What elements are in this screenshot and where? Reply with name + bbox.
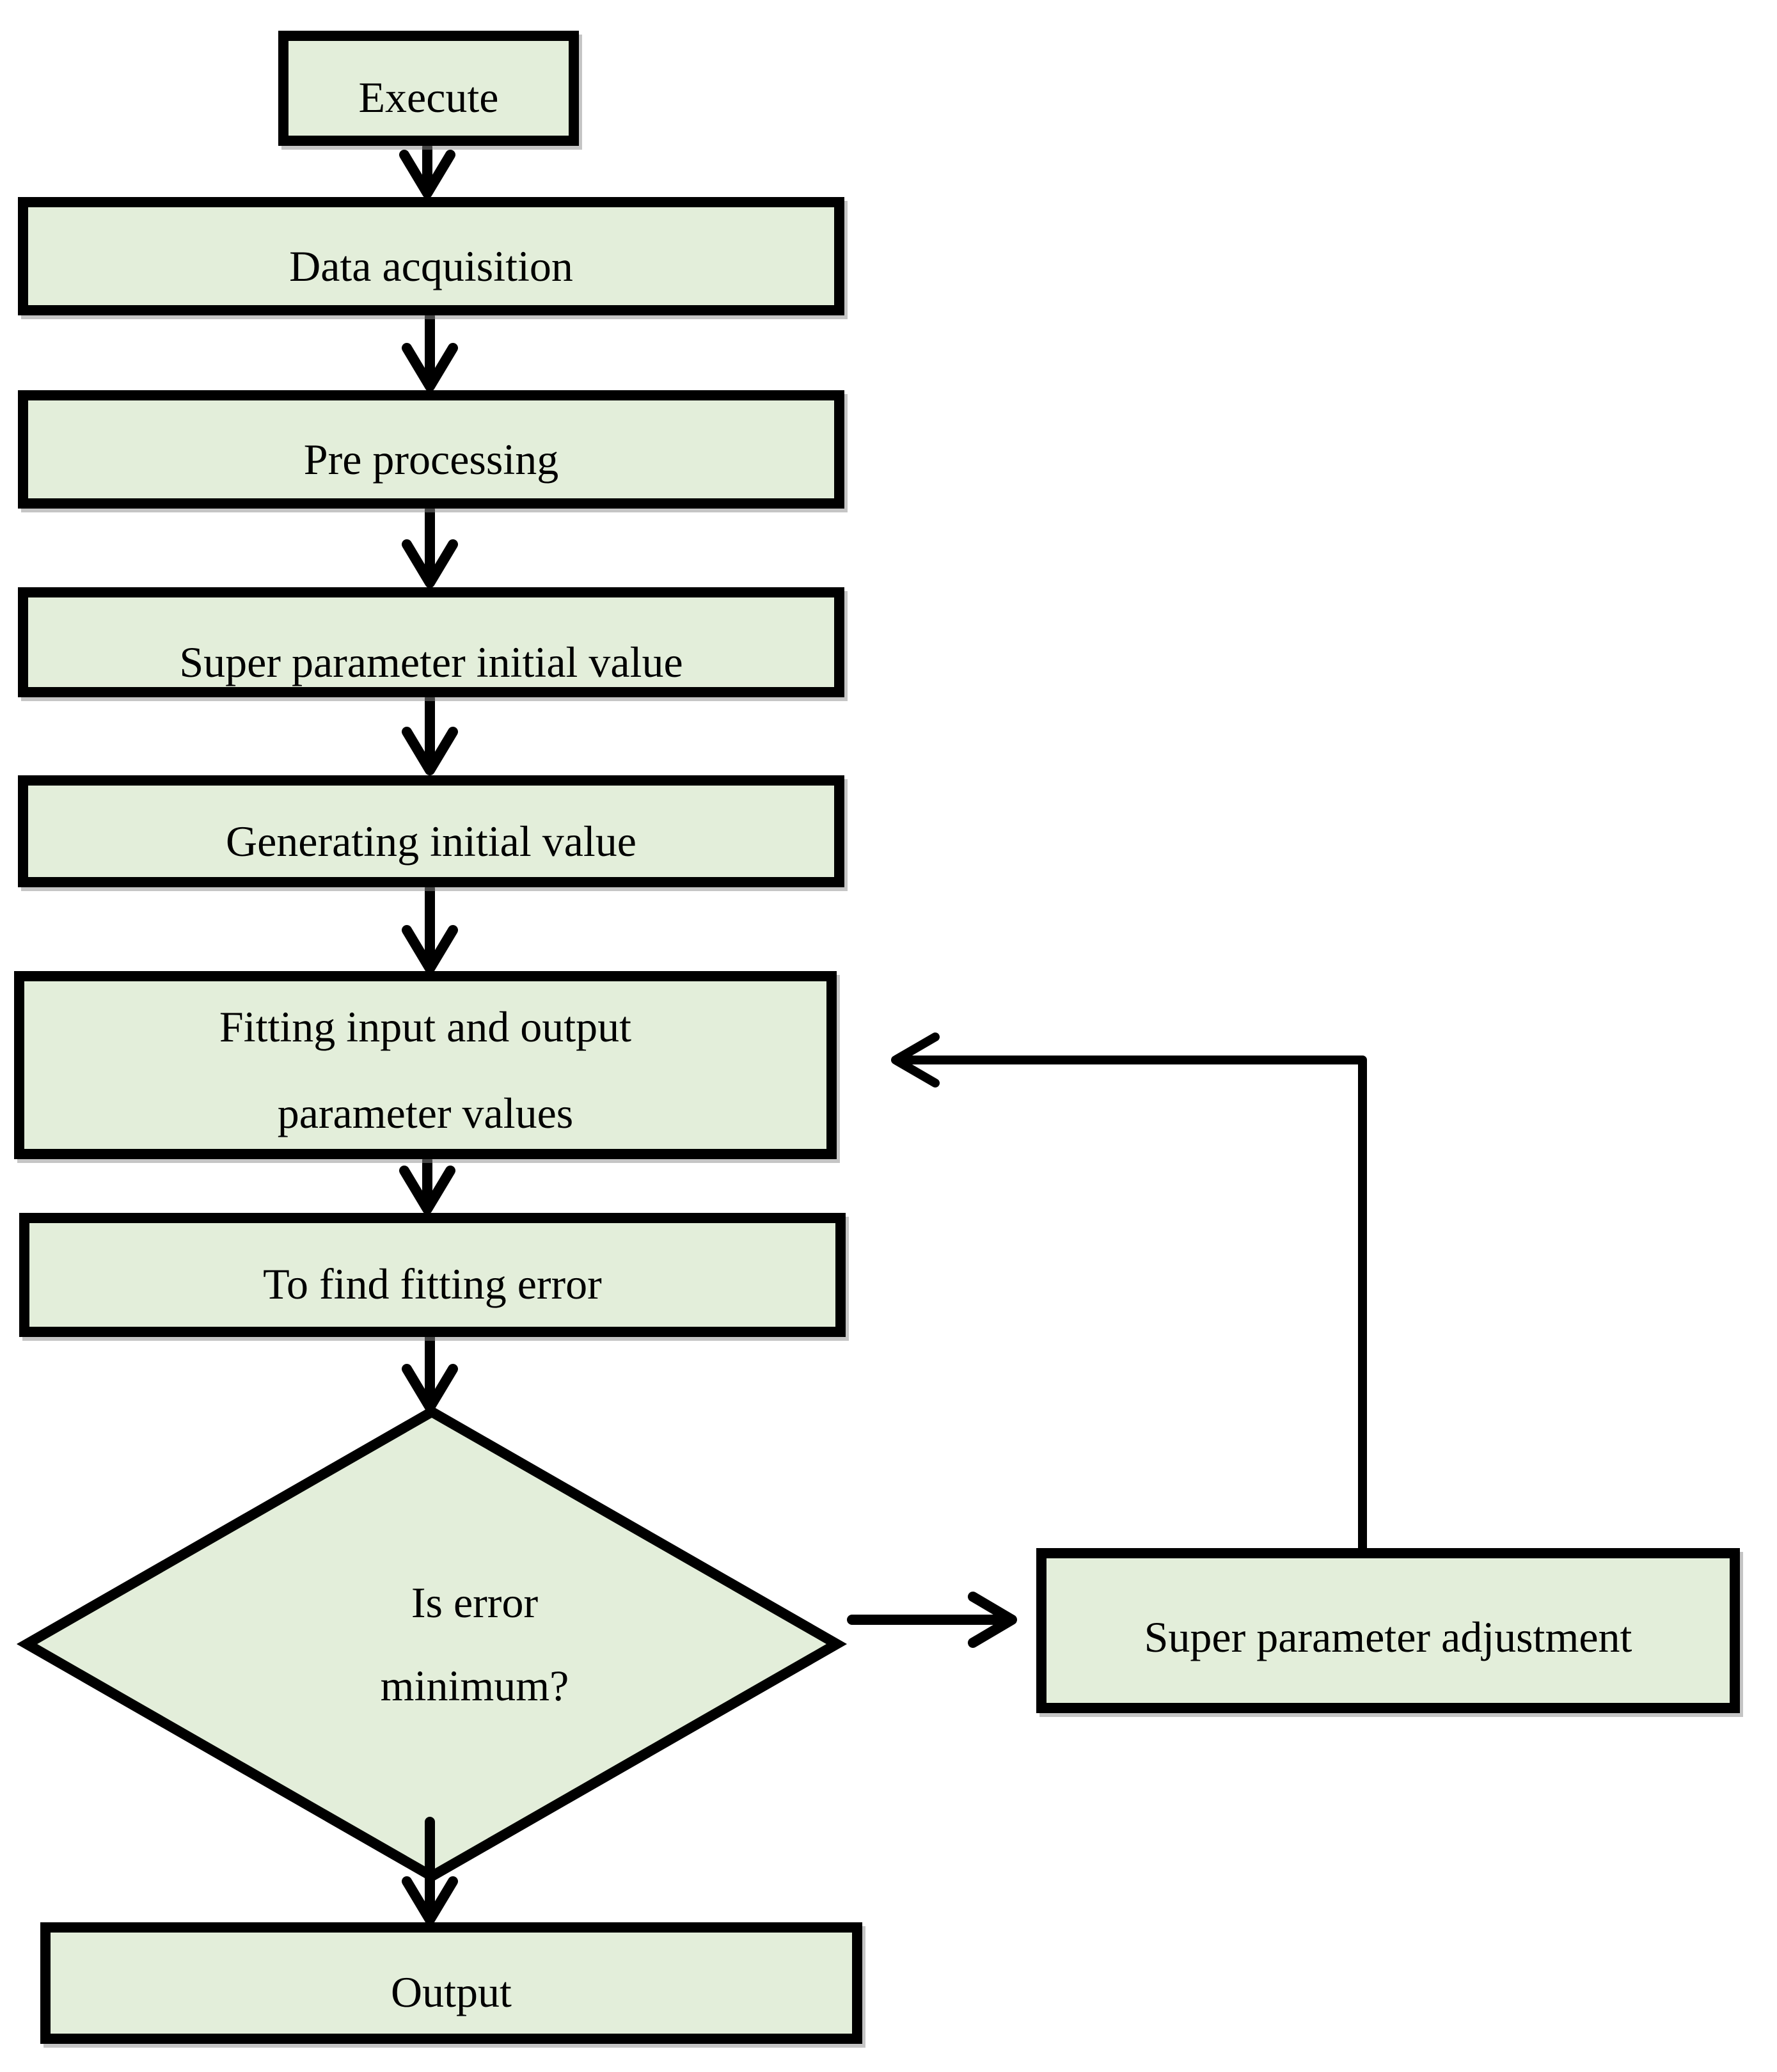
arrow-data-acquisition-to-pre-processing (402, 312, 458, 391)
arrow-super-parameter-adjustment-to-fitting (891, 1032, 1367, 1553)
node-output: Output (40, 1922, 862, 2044)
arrow-fitting-to-to-find-fitting-error (399, 1155, 455, 1214)
node-decision-line2: minimum? (380, 1661, 569, 1710)
arrow-execute-to-data-acquisition (399, 142, 455, 198)
node-super-parameter-initial-value-label: Super parameter initial value (179, 638, 683, 686)
node-data-acquisition-label: Data acquisition (289, 241, 573, 290)
arrow-decision-to-output (402, 1817, 458, 1925)
node-super-parameter-adjustment-label: Super parameter adjustment (1144, 1613, 1632, 1661)
node-super-parameter-adjustment: Super parameter adjustment (1036, 1548, 1740, 1713)
node-generating-initial-value-label: Generating initial value (226, 816, 636, 866)
node-to-find-fitting-error: To find fitting error (19, 1213, 846, 1337)
node-fitting-line2: parameter values (277, 1089, 574, 1137)
node-output-label: Output (391, 1968, 512, 2016)
node-fitting-input-output: Fitting input and output parameter value… (14, 971, 837, 1159)
node-decision-line1: Is error (411, 1578, 539, 1627)
node-generating-initial-value: Generating initial value (18, 775, 844, 887)
node-fitting-line1: Fitting input and output (219, 1002, 632, 1051)
node-execute: Execute (278, 31, 579, 146)
node-to-find-fitting-error-label: To find fitting error (263, 1260, 602, 1308)
node-pre-processing-label: Pre processing (303, 434, 559, 484)
arrow-super-parameter-initial-value-to-generating-initial-value (402, 693, 458, 775)
arrow-decision-to-super-parameter-adjustment (847, 1592, 1017, 1648)
node-super-parameter-initial-value: Super parameter initial value (18, 587, 844, 697)
node-pre-processing: Pre processing (18, 390, 844, 509)
node-execute-label: Execute (358, 73, 499, 122)
node-decision: Is error minimum? (283, 1561, 667, 1727)
node-data-acquisition: Data acquisition (18, 197, 844, 315)
arrow-generating-initial-value-to-fitting (402, 883, 458, 974)
arrow-pre-processing-to-super-parameter-initial-value (402, 505, 458, 588)
